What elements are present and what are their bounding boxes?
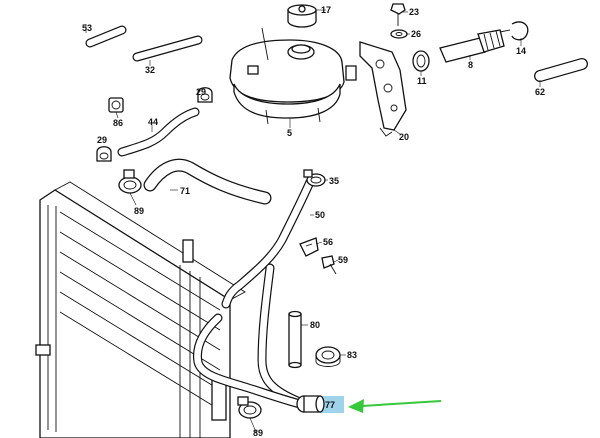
label-50: 50 xyxy=(315,210,325,220)
washer-26 xyxy=(390,29,408,39)
hose-62 xyxy=(534,58,588,82)
label-20: 20 xyxy=(399,132,409,142)
label-23: 23 xyxy=(409,7,419,17)
lower-hose-77-pipe xyxy=(192,263,305,409)
bush-83 xyxy=(315,346,341,367)
label-53: 53 xyxy=(82,23,92,33)
clamp-89-bottom xyxy=(237,396,262,419)
clamp-29-left xyxy=(96,146,112,162)
label-44: 44 xyxy=(148,117,158,127)
expansion-tank xyxy=(229,27,357,125)
label-29-left: 29 xyxy=(97,135,107,145)
label-8: 8 xyxy=(468,60,473,70)
sensor-8 xyxy=(439,29,511,63)
label-80: 80 xyxy=(310,320,320,330)
label-17: 17 xyxy=(321,5,331,15)
seal-11 xyxy=(412,50,430,72)
part-labels: 53 32 17 23 26 14 11 8 62 29 86 44 5 20 … xyxy=(82,5,545,438)
hose-end-77 xyxy=(296,395,344,413)
clamp-89-top xyxy=(118,169,142,194)
label-32: 32 xyxy=(145,65,155,75)
label-89-top: 89 xyxy=(134,206,144,216)
label-62: 62 xyxy=(535,87,545,97)
label-83: 83 xyxy=(347,350,357,360)
label-26: 26 xyxy=(411,29,421,39)
label-14: 14 xyxy=(516,46,526,56)
label-29-top: 29 xyxy=(196,87,206,97)
hose-71 xyxy=(143,158,272,205)
label-89-bottom: 89 xyxy=(253,428,263,438)
bolt-23 xyxy=(390,3,406,26)
leader-lines xyxy=(85,9,541,433)
clamp-35 xyxy=(303,169,326,187)
clip-14 xyxy=(511,21,529,41)
label-77: 77 xyxy=(325,400,335,410)
label-11: 11 xyxy=(417,76,427,86)
ring-86 xyxy=(108,97,124,113)
screw-59 xyxy=(321,255,337,275)
part-77-highlight xyxy=(320,396,344,413)
hose-50 xyxy=(221,177,315,309)
bracket-56 xyxy=(299,237,319,257)
hose-44 xyxy=(117,107,200,157)
label-59: 59 xyxy=(338,255,348,265)
label-35: 35 xyxy=(329,176,339,186)
clamp-29-top xyxy=(197,87,213,103)
hose-32 xyxy=(132,35,203,62)
cap-17 xyxy=(287,4,317,28)
radiator xyxy=(35,181,246,438)
tube-80 xyxy=(288,310,302,369)
highlight-arrow xyxy=(348,399,442,413)
bracket-20 xyxy=(359,41,407,137)
label-86: 86 xyxy=(113,118,123,128)
label-56: 56 xyxy=(323,237,333,247)
label-71: 71 xyxy=(180,186,190,196)
hose-53 xyxy=(85,25,127,48)
label-5: 5 xyxy=(287,128,292,138)
